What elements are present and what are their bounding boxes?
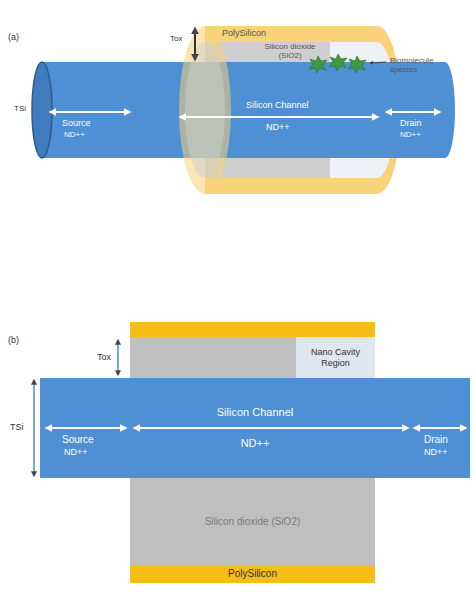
- region-name: Drain: [424, 434, 448, 446]
- callout-label: Biomolecule species: [390, 56, 450, 74]
- tsi-arrow: [33, 380, 35, 476]
- node-text: PolySilicon: [228, 568, 277, 580]
- dimension-label: TSi: [10, 422, 24, 432]
- region-arrow-group: [46, 112, 466, 428]
- node-text: Silicon Channel: [217, 406, 293, 419]
- source-arrow: [46, 427, 126, 429]
- node-text: Silicon dioxide (SiO2): [205, 516, 301, 528]
- node-text: Nano Cavity Region: [299, 347, 372, 368]
- panel-letter: (a): [8, 32, 19, 42]
- dimension-label: Tox: [97, 352, 111, 362]
- shell-front-ring: [179, 26, 231, 194]
- bottom-polysilicon: PolySilicon: [130, 565, 375, 583]
- source-arrow: [50, 111, 130, 113]
- panel-letter: (b): [8, 335, 19, 345]
- doping-label: ND++: [424, 447, 448, 457]
- layer-name: PolySilicon: [222, 28, 266, 38]
- top-polysilicon: [130, 322, 375, 337]
- doping-label: ND++: [400, 130, 421, 139]
- dimension-label: Tox: [170, 34, 182, 43]
- silicon-cylinder: [42, 62, 445, 158]
- nano-cavity-box: Nano Cavity Region: [296, 337, 375, 378]
- oxide-front-ring: [185, 42, 225, 178]
- tox-arrow: [194, 28, 196, 60]
- cylinder-face: [32, 62, 52, 158]
- region-name: Source: [62, 118, 91, 128]
- doping-label: ND++: [64, 447, 88, 457]
- top-oxide: [130, 337, 375, 378]
- region-name: Drain: [400, 118, 422, 128]
- drain-arrow: [414, 427, 466, 429]
- node-text: ND++: [241, 437, 270, 450]
- cylinder-end: [435, 62, 455, 158]
- silicon-channel: Silicon ChannelND++: [40, 378, 470, 478]
- bottom-oxide: Silicon dioxide (SiO2): [130, 478, 375, 565]
- doping-label: ND++: [64, 130, 85, 139]
- channel-arrow: [134, 427, 408, 429]
- tox-arrow: [117, 340, 119, 375]
- doping-label: ND++: [266, 122, 290, 132]
- drain-arrow: [386, 111, 440, 113]
- leader-line: [370, 62, 386, 63]
- layer-name: Silicon dioxide (SiO2): [252, 42, 328, 60]
- region-name: Source: [62, 434, 94, 446]
- biomolecule-stars: [309, 54, 366, 73]
- dimension-label: TSi: [14, 104, 26, 113]
- region-name: Silicon Channel: [246, 100, 309, 110]
- channel-arrow: [180, 116, 378, 118]
